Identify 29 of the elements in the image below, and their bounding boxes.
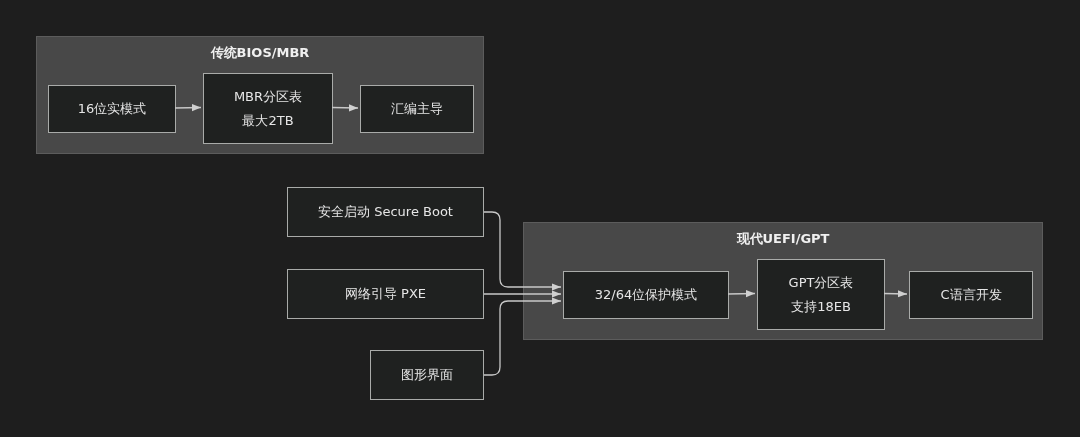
- process-box: [48, 85, 176, 133]
- box-label: 安全启动 Secure Boot: [318, 203, 453, 221]
- box-label: 32/64位保护模式: [594, 286, 698, 304]
- arrow: [883, 290, 908, 298]
- process-box: [287, 187, 484, 237]
- arrow: [331, 104, 359, 112]
- arrow: [727, 290, 756, 298]
- process-box: [909, 271, 1033, 319]
- process-box: [757, 259, 885, 330]
- box-label: 16位实模式: [77, 100, 147, 118]
- process-box: [287, 269, 484, 319]
- box-label: GPT分区表支持18EB: [787, 273, 855, 316]
- box-label: MBR分区表最大2TB: [232, 87, 304, 130]
- group-panel: [36, 36, 484, 154]
- group-title: 现代UEFI/GPT: [735, 230, 831, 248]
- process-box: [203, 73, 333, 144]
- process-box: [370, 350, 484, 400]
- box-label: 汇编主导: [391, 100, 443, 118]
- arrow: [483, 297, 562, 376]
- process-box: [563, 271, 729, 319]
- arrow: [174, 104, 202, 112]
- process-box: [360, 85, 474, 133]
- group-title: 传统BIOS/MBR: [209, 44, 311, 62]
- arrow: [483, 211, 562, 291]
- arrow: [483, 290, 562, 298]
- box-label: 网络引导 PXE: [344, 285, 427, 303]
- box-label: C语言开发: [940, 286, 1002, 304]
- box-label: 图形界面: [401, 366, 453, 384]
- group-panel: [523, 222, 1043, 340]
